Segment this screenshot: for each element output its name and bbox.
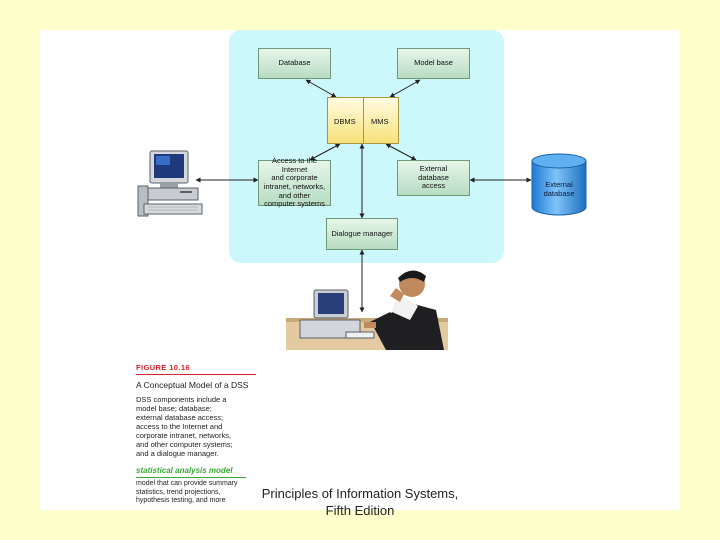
dialogue-manager-label: Dialogue manager [331,228,393,238]
model-base-box: Model base [397,48,470,79]
figure-rule [136,374,256,375]
arrow-dbms-internet [309,143,341,161]
mms-label: MMS [371,117,389,126]
description-line-3: external database access; [136,413,224,423]
internet-access-line-3: intranet, networks, [263,182,326,191]
external-access-box: External database access [397,160,470,196]
term-heading: statistical analysis model [136,466,233,476]
term-definition-line-2: statistics, trend projections, [136,488,221,496]
external-database-line-1: External [545,180,573,189]
description-line-4: access to the Internet and [136,422,223,432]
footer-line-2: Fifth Edition [325,503,395,518]
description-line-6: and other computer systems; [136,440,233,450]
model-base-label: Model base [414,58,453,68]
figure-caption: FIGURE 10.16 A Conceptual Model of a DSS… [136,363,256,505]
external-access-line-1: External [419,164,448,174]
internet-access-box: Access to the Internet and corporate int… [258,156,331,209]
database-cylinder-icon [531,153,587,216]
description-line-7: and a dialogue manager. [136,449,219,459]
dbms-mms-divider [363,98,364,143]
dbms-label: DBMS [334,117,356,126]
figure-description: DSS components include a model base; dat… [136,395,254,458]
footer-line-1: Principles of Information Systems, [261,486,459,501]
user-at-computer-icon [286,270,448,350]
desktop-computer-icon [137,150,203,217]
figure-title: A Conceptual Model of a DSS [136,380,254,390]
database-label: Database [278,58,311,68]
figure-title-line-1: A Conceptual Model of a DSS [136,380,249,390]
description-line-2: model base; database; [136,404,212,414]
term-definition-line-3: hypothesis testing, and more [136,496,226,504]
term-definition-line-1: model that can provide summary [136,480,238,488]
slide-footer: Principles of Information Systems, Fifth… [250,485,470,519]
description-line-1: DSS components include a [136,395,227,405]
term-rule [136,477,246,479]
arrow-modelbase-mms [389,79,421,98]
internet-access-line-4: and other [278,190,311,200]
external-access-line-3: access [421,181,446,191]
external-database-line-2: database [543,188,575,198]
internet-access-line-5: computer systems [264,199,325,209]
term-definition: model that can provide summary statistic… [136,480,254,505]
dialogue-manager-box: Dialogue manager [326,218,398,250]
description-line-5: corporate intranet, networks, [136,431,232,441]
internet-access-line-1: Access to the Internet [271,156,318,174]
internet-access-line-2: and corporate [271,173,318,183]
figure-number: FIGURE 10.16 [136,363,190,372]
external-database-label: External database [532,180,586,198]
arrow-database-dbms [305,79,337,98]
dbms-mms-box: DBMS MMS [327,97,399,144]
arrow-dbms-external [385,143,417,161]
external-access-line-2: database [418,172,449,182]
database-box: Database [258,48,331,79]
